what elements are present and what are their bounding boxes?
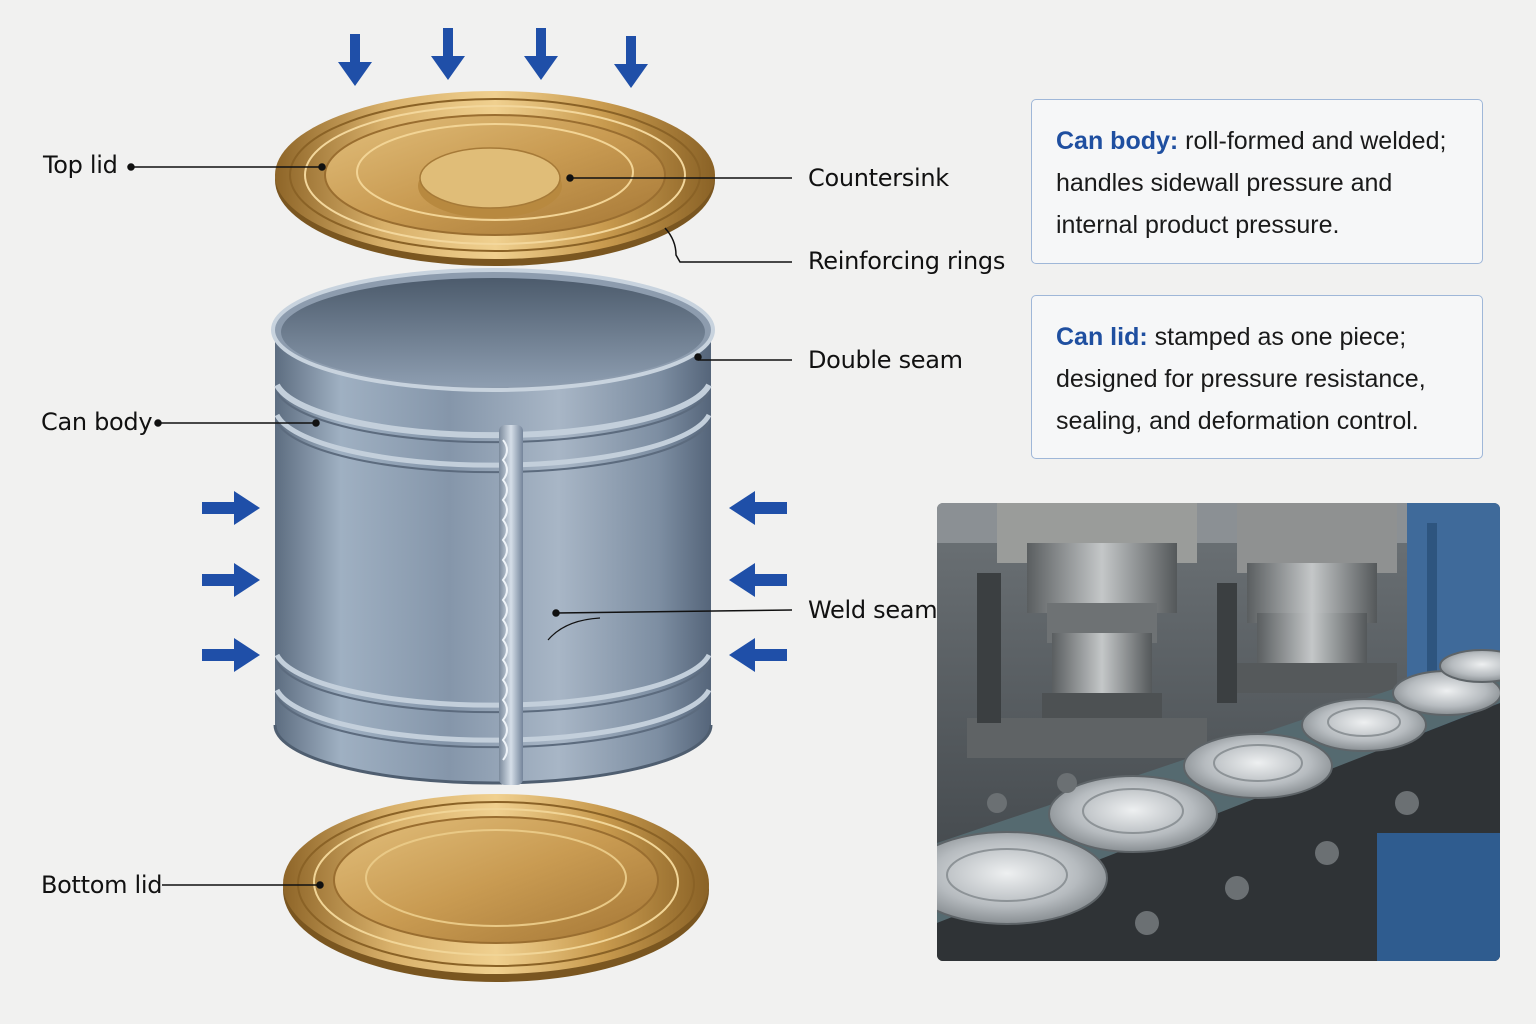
label-top-lid: Top lid [43, 151, 118, 179]
top-lid [275, 91, 715, 266]
pressure-arrows-left [202, 491, 260, 672]
arrow-icon [729, 563, 787, 597]
arrow-icon [338, 34, 372, 86]
arrow-icon [729, 638, 787, 672]
pressure-arrows-right [729, 491, 787, 672]
info-box-can-body: Can body: roll-formed and welded; handle… [1031, 99, 1483, 264]
arrow-icon [202, 563, 260, 597]
label-weld-seam: Weld seam [808, 596, 938, 624]
can-body [271, 268, 715, 785]
arrow-icon [202, 491, 260, 525]
label-reinforcing-rings: Reinforcing rings [808, 247, 1006, 275]
arrow-icon [614, 36, 648, 88]
info-text: roll-formed and welded; handles sidewall… [1056, 127, 1447, 239]
info-term: Can body: [1056, 127, 1179, 155]
info-term: Can lid: [1056, 323, 1148, 351]
arrow-icon [524, 28, 558, 80]
leader-lines [127, 163, 793, 889]
label-can-body: Can body [41, 408, 153, 436]
arrow-icon [729, 491, 787, 525]
label-double-seam: Double seam [808, 346, 963, 374]
info-box-can-lid: Can lid: stamped as one piece; designed … [1031, 295, 1483, 459]
factory-stamping-photo [937, 503, 1500, 961]
info-text: stamped as one piece; designed for press… [1056, 323, 1426, 435]
pressure-arrows-top [338, 28, 648, 88]
label-bottom-lid: Bottom lid [41, 871, 163, 899]
label-countersink: Countersink [808, 164, 949, 192]
arrow-icon [431, 28, 465, 80]
bottom-lid [283, 794, 709, 982]
arrow-icon [202, 638, 260, 672]
